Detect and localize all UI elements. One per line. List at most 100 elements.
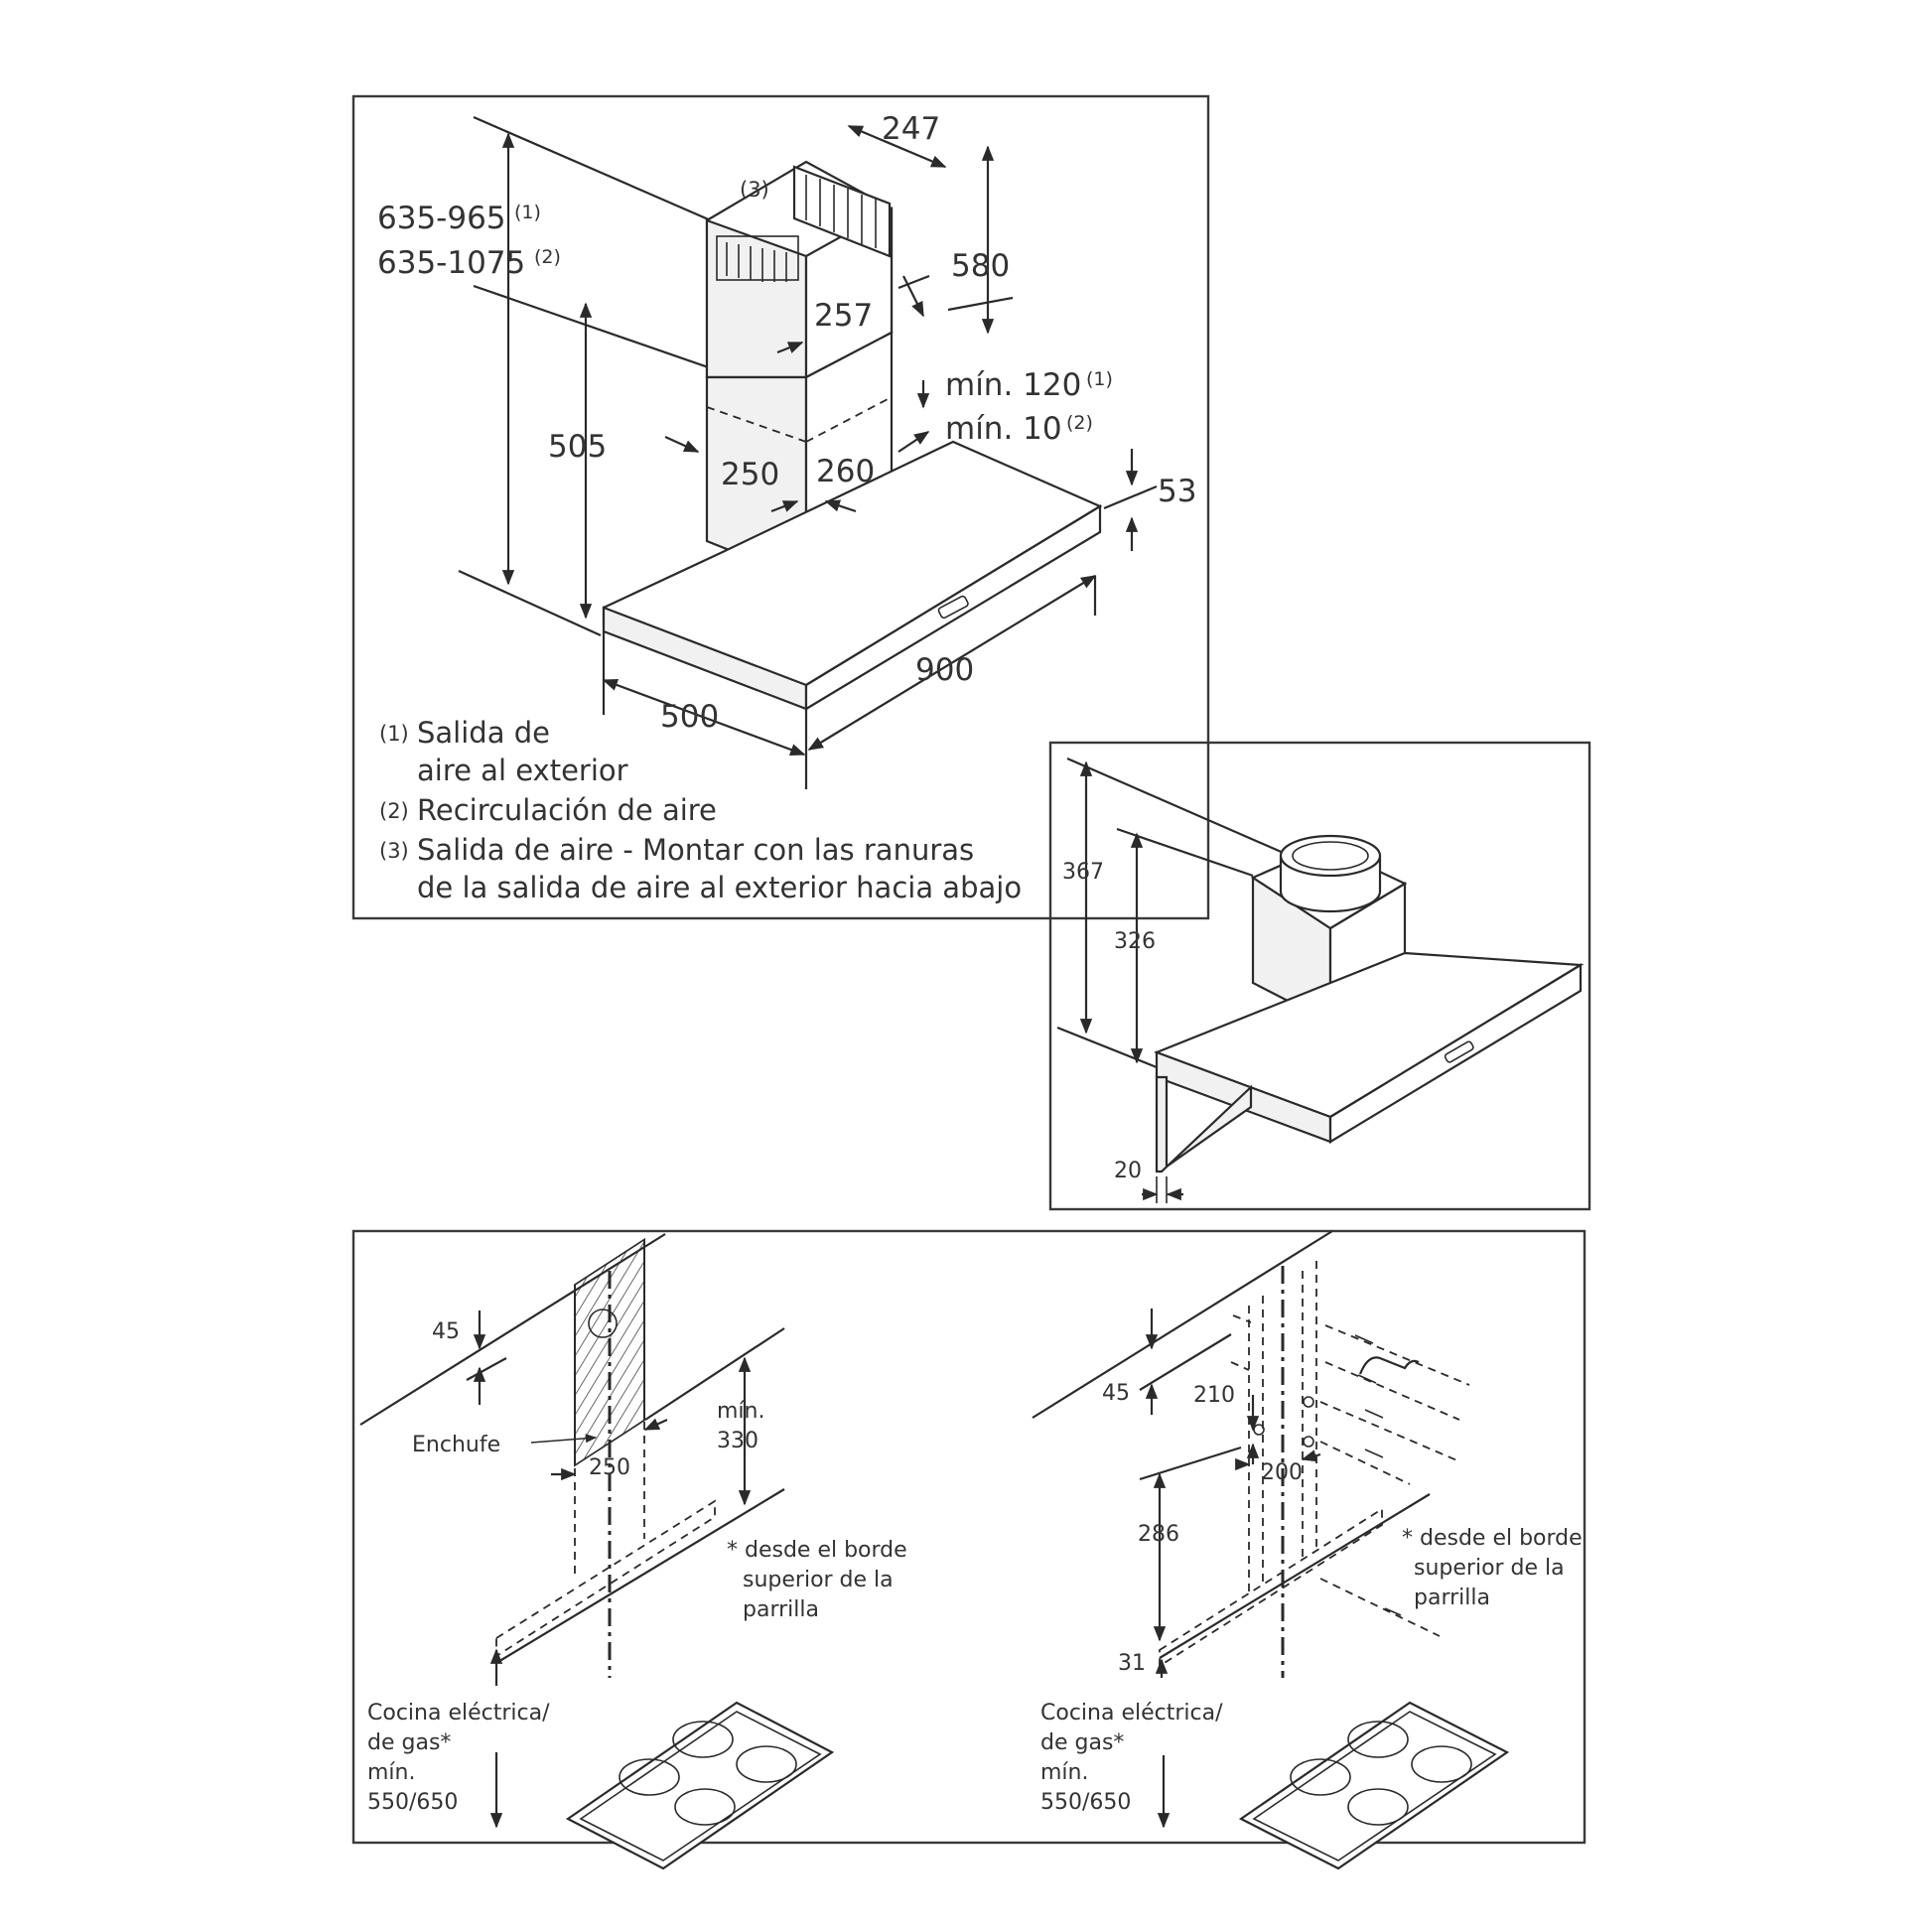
footnote-right-1: * desde el borde — [1402, 1526, 1583, 1551]
cooker-right-4: 550/650 — [1040, 1790, 1131, 1815]
dim-ext-580-b — [947, 296, 1014, 312]
dim-arrow-260-a — [770, 499, 799, 513]
dim-247: 247 — [882, 111, 940, 147]
bottom-left-diagram: 45 Enchufe 250 mín. 330 * desde el borde… — [359, 1233, 907, 1870]
cooker-right-2: de gas* — [1040, 1730, 1124, 1755]
cooker-left-2: de gas* — [367, 1730, 451, 1755]
legend-2-line1: Recirculación de aire — [417, 793, 717, 827]
height-range-1-ref: (1) — [514, 202, 541, 223]
inset-ceiling-line — [1066, 757, 1287, 856]
socket-hole — [588, 1309, 618, 1338]
min-10: mín. 10 — [945, 411, 1062, 447]
hood-ref-line-left — [644, 1327, 785, 1421]
inset-duct-pipe — [1279, 834, 1382, 913]
footnote-left-2: superior de la — [743, 1568, 894, 1592]
dim-ext-53 — [1103, 484, 1158, 510]
legend-3-line1: Salida de aire - Montar con las ranuras — [417, 833, 974, 867]
cooker-right-1: Cocina eléctrica/ — [1040, 1701, 1223, 1725]
min-120: mín. 120 — [945, 367, 1081, 403]
dim-31: 31 — [1118, 1651, 1146, 1676]
dim-286: 286 — [1138, 1522, 1179, 1547]
chimney-overlap-dash-right — [805, 396, 893, 443]
dim-260: 260 — [816, 454, 875, 489]
socket-leader — [530, 1434, 598, 1444]
dim-arrow-257-a — [776, 341, 804, 354]
cooker-right-3: mín. — [1040, 1760, 1088, 1785]
inset-dim-326: 326 — [1114, 929, 1156, 954]
ceiling-ref-line — [473, 115, 744, 236]
dim-ext-45-left — [466, 1357, 507, 1381]
inset-bottom-line — [1056, 1026, 1158, 1069]
inset-panel: 367 326 20 — [1048, 741, 1591, 1211]
top-panel: 635-965 (1) 635-1075 (2) 247 580 257 (3)… — [351, 94, 1210, 920]
socket-label: Enchufe — [412, 1433, 500, 1457]
inset-panel-frame — [1048, 741, 1591, 1211]
dim-ext-580-a — [897, 274, 930, 290]
dim-250-bottom: 250 — [589, 1455, 630, 1480]
dim-arrow-500 — [602, 678, 806, 757]
dim-505: 505 — [548, 429, 607, 465]
dim-arrow-247 — [847, 124, 947, 169]
legend-1-line1: Salida de — [417, 716, 550, 750]
chimney-top-ref-line — [473, 284, 744, 381]
dim-ext-286 — [1139, 1446, 1242, 1481]
dim-arrow-250-b — [643, 1418, 668, 1432]
inset-wall-bracket — [1155, 1075, 1253, 1173]
bottom-panel-frame — [351, 1229, 1587, 1845]
legend-3-line2: de la salida de aire al exterior hacia a… — [417, 871, 1022, 904]
dim-45-left: 45 — [432, 1319, 460, 1344]
dim-45-right: 45 — [1102, 1381, 1130, 1406]
legend: (1) Salida de aire al exterior (2) Recir… — [379, 716, 1022, 904]
hood-outline-dash-left — [495, 1499, 716, 1658]
dim-200: 200 — [1261, 1460, 1303, 1485]
dim-arrow-900 — [807, 575, 1097, 751]
footnote-left-3: parrilla — [743, 1597, 819, 1622]
dim-500: 500 — [660, 699, 719, 735]
cooker-left-3: mín. — [367, 1760, 415, 1785]
air-outlet-slots-left — [716, 235, 799, 282]
inset-control-panel — [1444, 1040, 1474, 1063]
dim-210: 210 — [1193, 1383, 1235, 1408]
top-panel-frame — [351, 94, 1210, 920]
dim-250-top: 250 — [721, 457, 779, 492]
dim-arrow-min-b — [897, 431, 930, 453]
dim-580: 580 — [951, 248, 1010, 284]
legend-3-ref: (3) — [379, 839, 409, 863]
air-outlet-slots-right — [792, 165, 892, 258]
min-10-ref: (2) — [1066, 412, 1093, 434]
min-ref-line-left — [495, 1488, 785, 1664]
height-range-2-ref: (2) — [534, 246, 561, 268]
dim-arrow-200-b — [1301, 1449, 1321, 1462]
footnote-right-2: superior de la — [1414, 1556, 1565, 1581]
inset-dim-367: 367 — [1062, 860, 1104, 885]
cooktop-right — [1238, 1701, 1510, 1870]
dim-ext-45-right — [1139, 1333, 1232, 1391]
legend-2-ref: (2) — [379, 799, 409, 823]
ref-3: (3) — [740, 178, 769, 202]
inset-canopy-side — [1328, 963, 1583, 1144]
legend-1-ref: (1) — [379, 722, 409, 746]
cooktop-left — [565, 1701, 835, 1870]
ceiling-wall-line-right — [1032, 1230, 1333, 1419]
height-range-2: 635-1075 — [377, 245, 525, 281]
legend-1-line2: aire al exterior — [417, 754, 628, 787]
screws-and-plugs — [1230, 1314, 1470, 1637]
dim-arrow-257-b — [902, 275, 924, 318]
min-label-left: mín. — [717, 1399, 764, 1424]
dim-900: 900 — [915, 652, 974, 688]
cooker-left-1: Cocina eléctrica/ — [367, 1701, 550, 1725]
inset-dim-20: 20 — [1114, 1159, 1142, 1183]
hood-bottom-ref-line — [458, 569, 602, 637]
hood-outline-dash-right — [1159, 1507, 1383, 1668]
height-range-1: 635-965 — [377, 201, 506, 236]
min-value-330: 330 — [717, 1429, 759, 1453]
min-120-ref: (1) — [1086, 368, 1113, 390]
dim-arrow-250 — [664, 435, 700, 454]
min-ref-line-right — [1159, 1493, 1431, 1659]
dim-arrow-260-b — [824, 499, 857, 513]
dim-53: 53 — [1158, 474, 1196, 509]
bottom-right-diagram: 45 210 200 286 31 * desde el borde super… — [1032, 1230, 1583, 1870]
chimney-overlap-dash-left — [706, 406, 807, 443]
footnote-left-1: * desde el borde — [727, 1538, 907, 1563]
